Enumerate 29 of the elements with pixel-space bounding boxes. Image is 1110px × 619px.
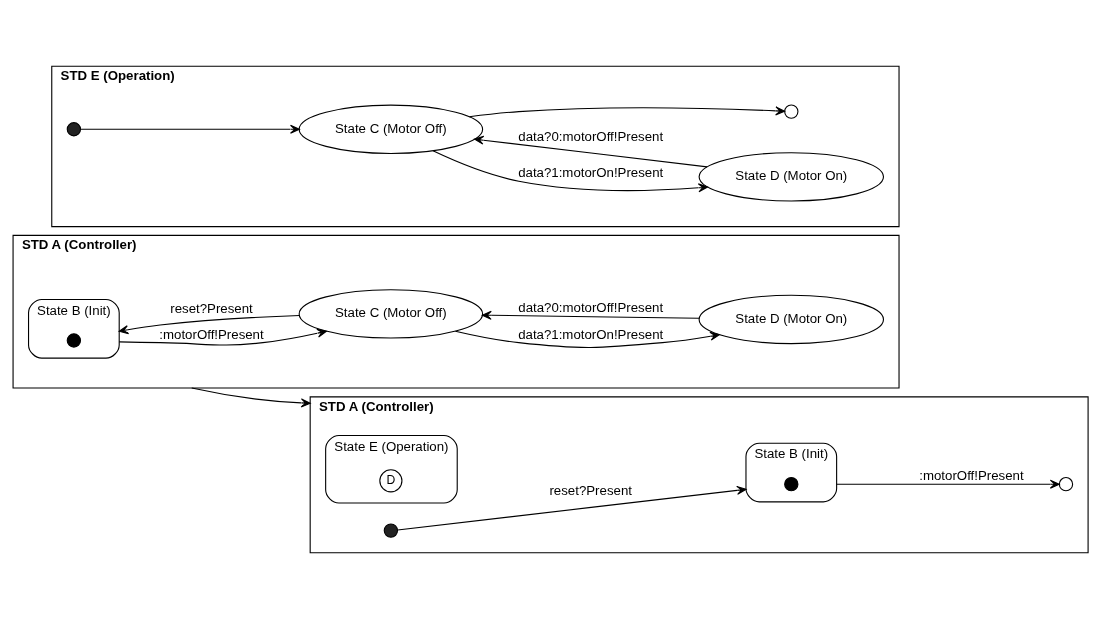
node-circle xyxy=(784,477,799,492)
arrow xyxy=(481,310,700,320)
arrow xyxy=(118,328,327,346)
edge-label: :motorOff!Present xyxy=(159,326,264,342)
cluster: State B (Init) xyxy=(28,299,120,359)
node-circle xyxy=(66,333,82,348)
node-circle xyxy=(383,523,399,538)
arrow xyxy=(118,314,301,335)
edge-label: data?0:motorOff!Present xyxy=(518,300,664,316)
arrow xyxy=(80,124,300,134)
arrow xyxy=(473,135,708,168)
arrow xyxy=(836,479,1060,489)
cluster: State B (Init) xyxy=(745,442,838,503)
node-circle xyxy=(1058,477,1074,492)
edge-label: data?1:motorOn!Present xyxy=(518,326,664,342)
arrow xyxy=(454,330,720,349)
arrow xyxy=(191,387,311,408)
edge-label: data?0:motorOff!Present xyxy=(518,129,664,145)
node-circle: D xyxy=(379,469,403,493)
arrow xyxy=(468,106,786,118)
arrow xyxy=(397,485,747,531)
node-circle xyxy=(66,122,82,137)
edge-label: reset?Present xyxy=(170,301,253,317)
edge-label: reset?Present xyxy=(549,482,632,498)
node-circle xyxy=(784,104,799,119)
edge-label: :motorOff!Present xyxy=(919,468,1024,484)
edge-label: data?1:motorOn!Present xyxy=(518,165,664,181)
node-ellipse: State D (Motor On) xyxy=(698,294,885,345)
arrow xyxy=(432,150,708,193)
